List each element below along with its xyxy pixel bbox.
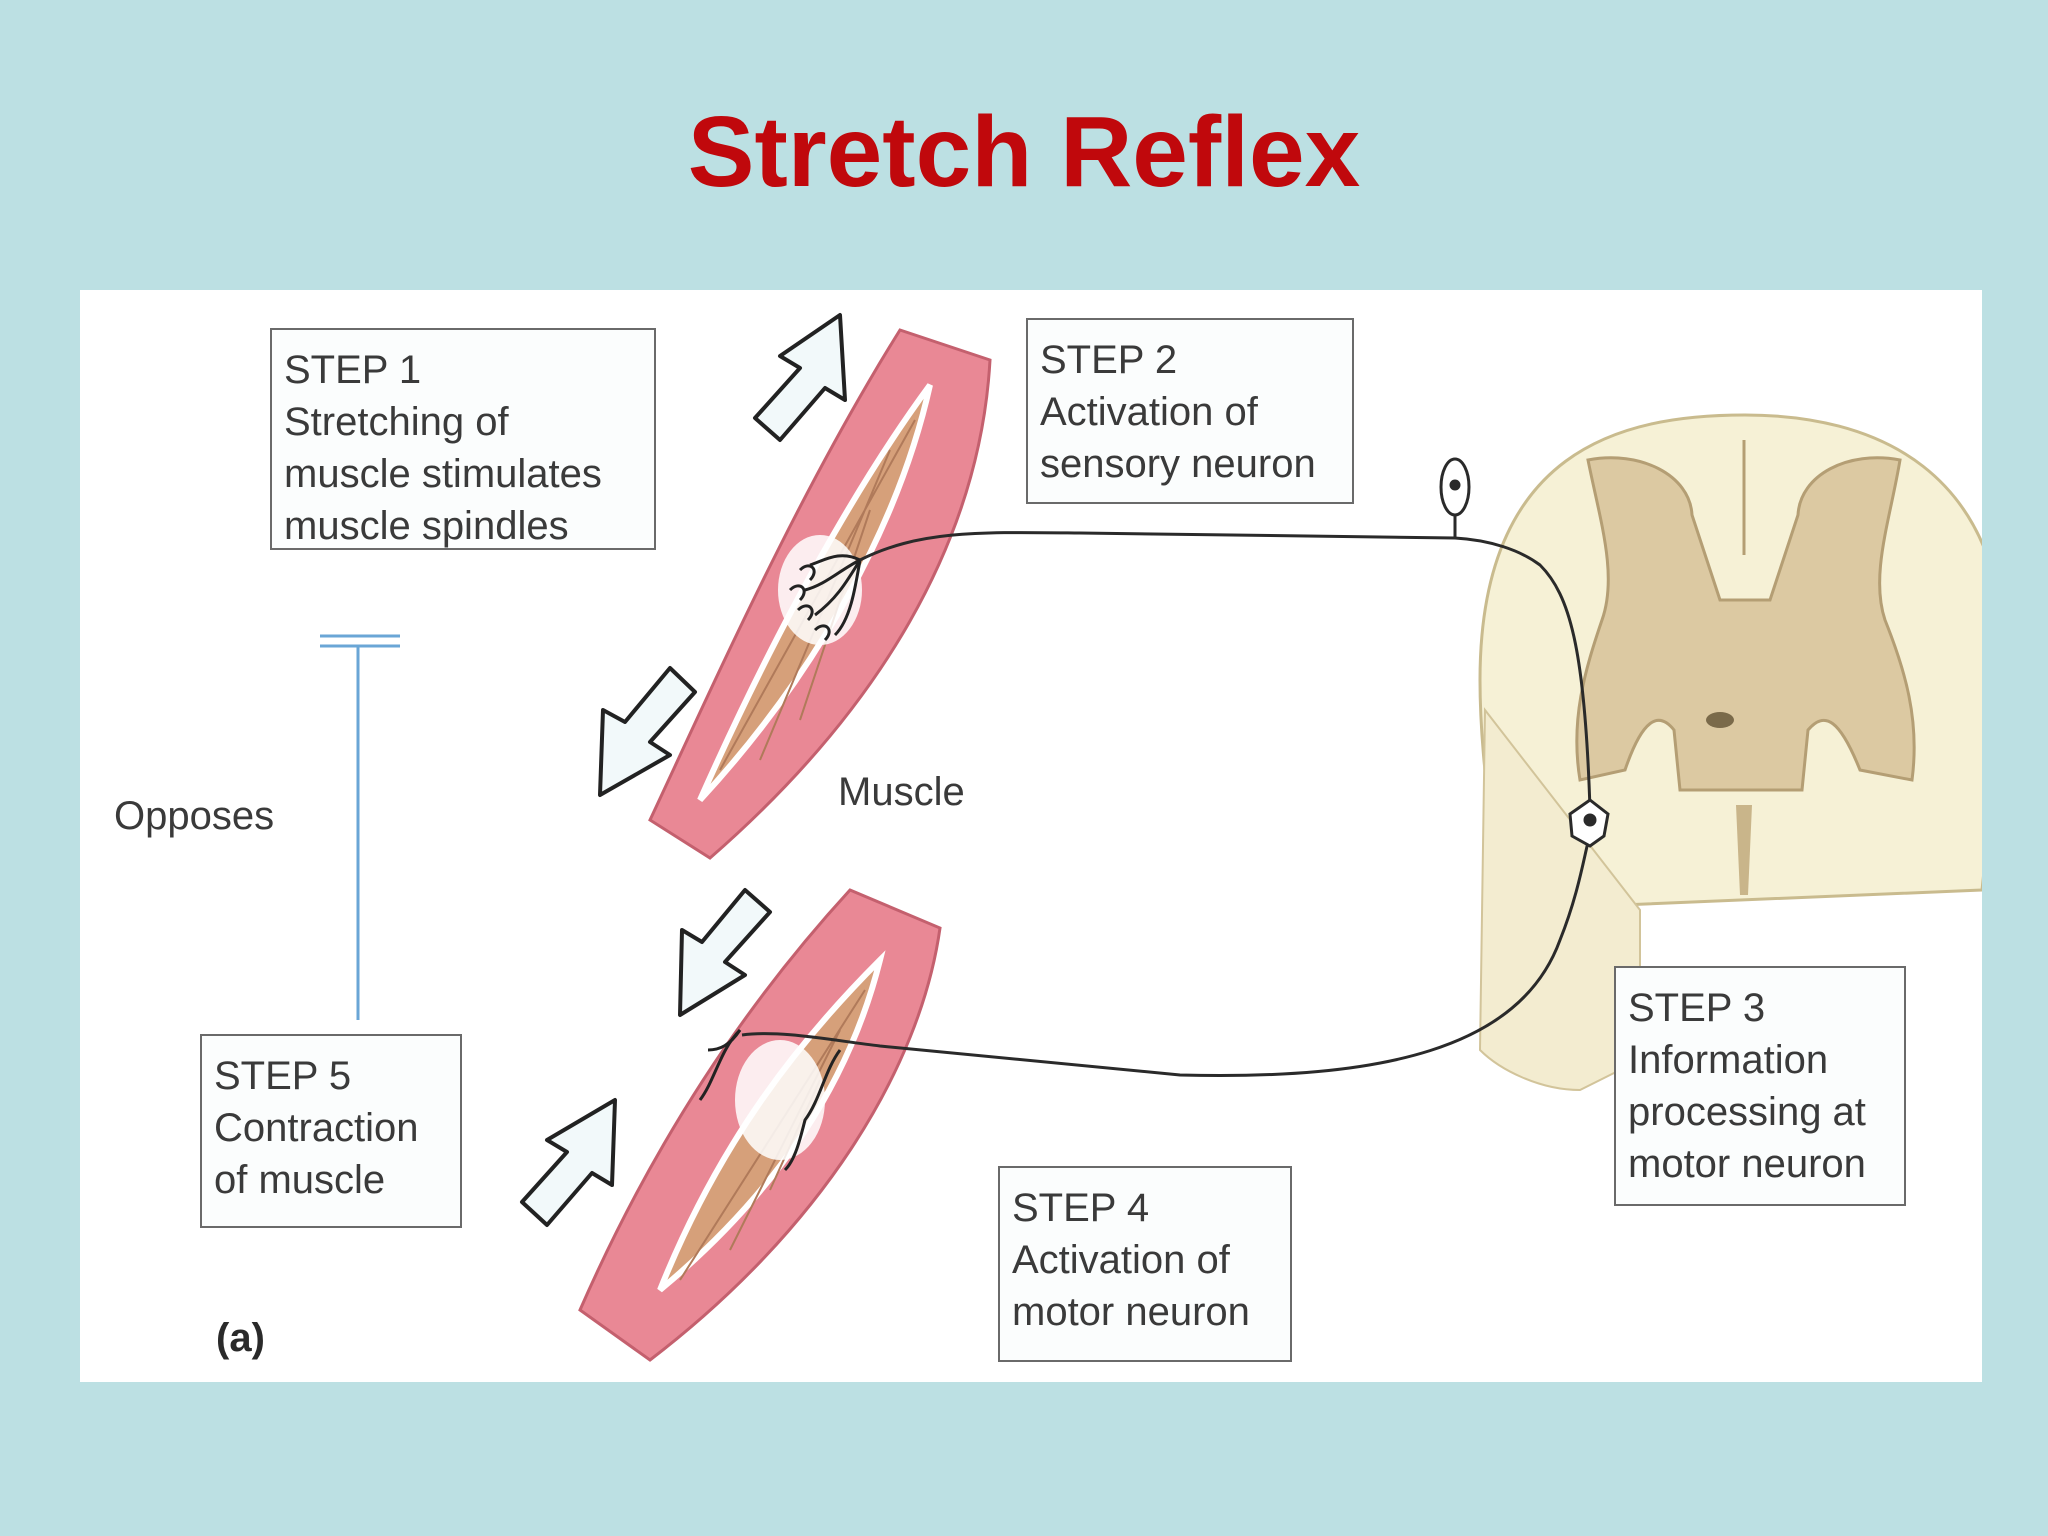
- stretch-reflex-figure: STEP 1 Stretching of muscle stimulates m…: [80, 290, 1982, 1382]
- step4-box: STEP 4 Activation of motor neuron: [998, 1166, 1292, 1362]
- opposes-label: Opposes: [114, 794, 275, 838]
- stretch-arrow-up: [753, 313, 847, 442]
- step3-line: processing at: [1628, 1090, 1866, 1134]
- muscle-label: Muscle: [838, 770, 965, 814]
- step5-heading: STEP 5: [214, 1054, 352, 1098]
- diagram-illustration: [320, 313, 1982, 1362]
- panel-label: (a): [216, 1316, 265, 1360]
- step4-line: motor neuron: [1012, 1290, 1250, 1334]
- step5-box: STEP 5 Contraction of muscle: [200, 1034, 462, 1228]
- step4-line: Activation of: [1012, 1238, 1230, 1282]
- motor-neuron: [741, 798, 1610, 1077]
- slide-title: Stretch Reflex: [687, 96, 1361, 208]
- step1-heading: STEP 1: [284, 348, 422, 392]
- step1-line: Stretching of: [284, 400, 509, 444]
- contraction-arrow-up: [520, 1098, 617, 1227]
- contraction-arrow-down: [678, 888, 772, 1017]
- step1-line: muscle spindles: [284, 504, 569, 548]
- step1-line: muscle stimulates: [284, 452, 602, 496]
- step2-heading: STEP 2: [1040, 338, 1178, 382]
- step2-line: Activation of: [1040, 390, 1258, 434]
- step3-heading: STEP 3: [1628, 986, 1766, 1030]
- step1-box: STEP 1 Stretching of muscle stimulates m…: [270, 328, 656, 550]
- step3-line: Information: [1628, 1038, 1829, 1082]
- stretch-arrow-down: [598, 666, 697, 797]
- lower-muscle: [578, 888, 942, 1362]
- opposes-connector: [320, 634, 400, 1020]
- step4-heading: STEP 4: [1012, 1186, 1150, 1230]
- spinal-cord: [1478, 413, 1982, 1092]
- upper-muscle: [648, 328, 992, 860]
- step3-line: motor neuron: [1628, 1142, 1866, 1186]
- step3-box: STEP 3 Information processing at motor n…: [1614, 966, 1906, 1206]
- step2-box: STEP 2 Activation of sensory neuron: [1026, 318, 1354, 504]
- step5-line: of muscle: [214, 1158, 386, 1202]
- step5-line: Contraction: [214, 1106, 419, 1150]
- step2-line: sensory neuron: [1040, 442, 1316, 486]
- sensory-neuron: [859, 457, 1592, 811]
